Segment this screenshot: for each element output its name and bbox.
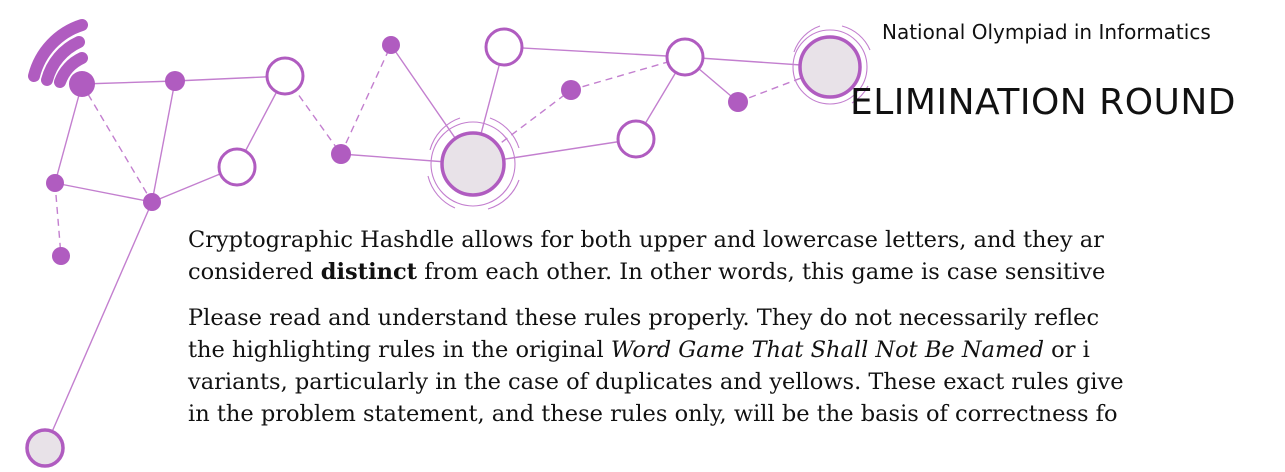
paragraph1-line2-post: from each other. In other words, this ga…: [417, 259, 1106, 285]
wifi-icon: [28, 19, 88, 88]
emphasis-distinct: distinct: [320, 259, 418, 285]
paragraph2-line3: variants, particularly in the case of du…: [188, 369, 1124, 395]
paragraph2-line2-pre: the highlighting rules in the original: [188, 337, 611, 363]
paragraph2-line4: in the problem statement, and these rule…: [188, 401, 1118, 427]
paragraph2-line2-post: or i: [1044, 337, 1090, 363]
competition-name: National Olympiad in Informatics: [882, 20, 1211, 44]
paragraph1-line1: Cryptographic Hashdle allows for both up…: [188, 227, 1104, 253]
paragraph2-line1: Please read and understand these rules p…: [188, 305, 1100, 331]
paragraph-rules-notice: Please read and understand these rules p…: [188, 302, 1285, 430]
game-title-italic: Word Game That Shall Not Be Named: [610, 337, 1045, 363]
problem-statement: Cryptographic Hashdle allows for both up…: [188, 224, 1285, 444]
round-title: ELIMINATION ROUND: [850, 82, 1237, 123]
paragraph1-line2-pre: considered: [188, 259, 321, 285]
paragraph-case-sensitivity: Cryptographic Hashdle allows for both up…: [188, 224, 1285, 288]
